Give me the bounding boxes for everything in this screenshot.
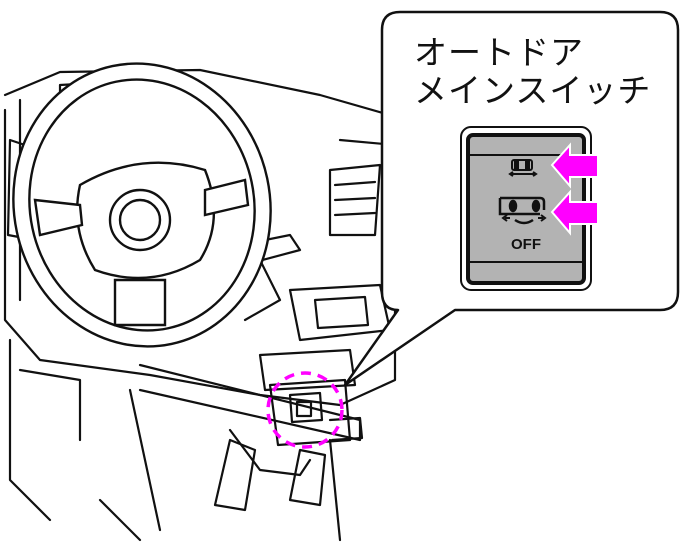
cup-holder xyxy=(313,295,370,330)
dashboard-panel xyxy=(3,108,397,407)
air-vent xyxy=(328,163,382,237)
pedal xyxy=(213,438,257,512)
switch-cluster xyxy=(268,378,352,447)
dashboard-top xyxy=(3,68,392,117)
switch-location-highlight xyxy=(266,371,344,449)
arrow-icon xyxy=(550,142,599,189)
arrow-icon xyxy=(550,189,599,236)
pedal xyxy=(288,448,327,507)
auto-door-icon xyxy=(498,196,547,225)
callout-title-line2: メインスイッチ xyxy=(414,71,652,110)
off-label: OFF xyxy=(511,236,541,253)
callout-title-line1: オートドア xyxy=(414,33,584,72)
slide-door-icon xyxy=(508,159,538,177)
